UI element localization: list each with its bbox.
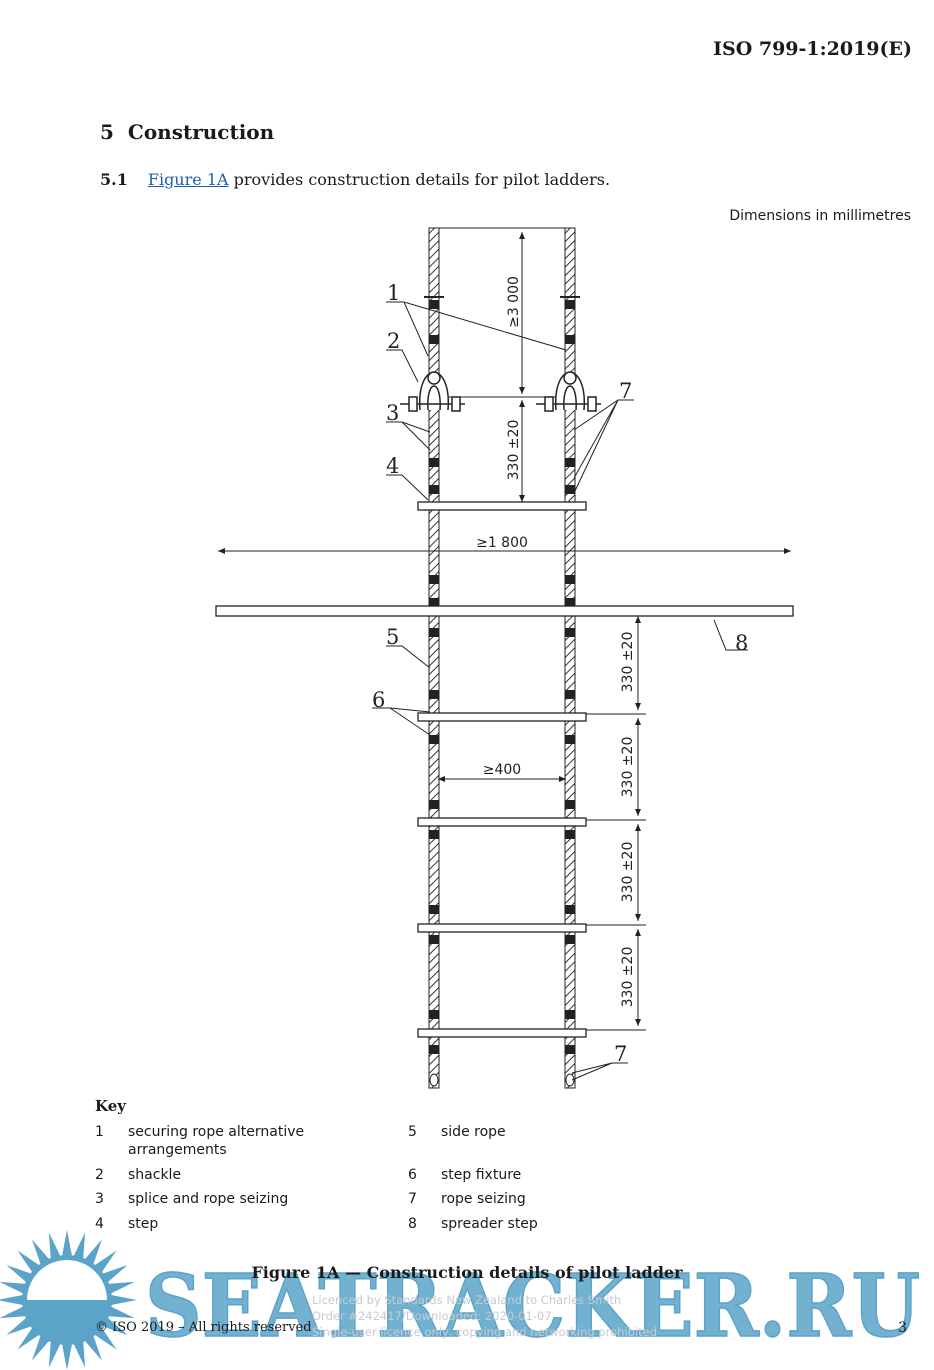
callout-5: 5 [386, 625, 399, 649]
dim-width-label: ≥400 [483, 762, 521, 778]
rope-seizing [429, 690, 439, 699]
rope-seizing [565, 300, 575, 309]
leader-lines [372, 301, 748, 1081]
watermark-text: SEATRACKER.RU [145, 1256, 920, 1357]
rope-seizing [429, 335, 439, 344]
key-heading: Key [95, 1097, 126, 1115]
rope-seizing [429, 598, 439, 607]
rope-seizing [429, 735, 439, 744]
callout-7-bottom: 7 [614, 1042, 627, 1066]
steps [417, 501, 587, 1038]
rope-seizing [429, 628, 439, 637]
spreader-step [215, 605, 794, 617]
rope-seizing [565, 575, 575, 584]
page-number: 3 [898, 1320, 907, 1336]
dim-step-label: 330 ±20 [620, 947, 636, 1008]
side-rope [564, 227, 576, 1089]
dim-top-label: ≥3 000 [506, 276, 522, 328]
licence-line: Single-user licence only, copying and ne… [312, 1325, 658, 1339]
callout-4: 4 [386, 454, 399, 478]
rope-seizing [429, 1045, 439, 1054]
figure-caption: Figure 1A — Construction details of pilo… [251, 1263, 683, 1282]
copyright: © ISO 2019 – All rights reserved [95, 1320, 312, 1335]
callouts: 1 2 3 4 5 6 7 8 7 [372, 281, 748, 1066]
callout-6: 6 [372, 688, 385, 712]
licence-line: Order #242417/Downloaded: 2020-01-07 [312, 1309, 552, 1323]
watermark-logo: SEATRACKER.RU [0, 1230, 921, 1370]
pilot-ladder-figure: ≥3 000 330 ±20 ≥1 800 ≥400 330 ±20 330 ±… [215, 227, 794, 1089]
callout-7: 7 [619, 379, 632, 403]
rope-seizing [429, 575, 439, 584]
rope-seizing [565, 598, 575, 607]
dim-step-label: 330 ±20 [620, 842, 636, 903]
rope-seizing [565, 800, 575, 809]
callout-1: 1 [387, 281, 400, 305]
step [417, 501, 587, 511]
section-title: Construction [127, 120, 275, 144]
rope-seizing [429, 800, 439, 809]
rope-seizing [565, 905, 575, 914]
step [417, 712, 587, 722]
step [417, 1028, 587, 1038]
rope-seizing [429, 458, 439, 467]
step [417, 923, 587, 933]
callout-3: 3 [386, 401, 399, 425]
dim-step-label: 330 ±20 [620, 632, 636, 693]
side-ropes [424, 227, 580, 1089]
rope-seizing [429, 830, 439, 839]
rope-seizing [565, 335, 575, 344]
rope-seizing [429, 905, 439, 914]
document-id: ISO 799-1:2019(E) [713, 38, 912, 60]
rope-end [565, 1073, 575, 1087]
callout-8: 8 [735, 631, 748, 655]
callout-2: 2 [387, 329, 400, 353]
rope-seizing [565, 458, 575, 467]
dimensions-note: Dimensions in millimetres [729, 208, 911, 224]
step [417, 817, 587, 827]
paragraph-text: provides construction details for pilot … [228, 170, 611, 189]
rope-seizing [565, 830, 575, 839]
side-rope [428, 227, 440, 1089]
rope-seizing [429, 935, 439, 944]
rope-end [429, 1073, 439, 1087]
dim-step-label: 330 ±20 [620, 737, 636, 798]
rope-seizing [429, 300, 439, 309]
rope-seizing [565, 735, 575, 744]
paragraph-number: 5.1 [100, 170, 128, 189]
rope-seizing [429, 1010, 439, 1019]
dimension-lines [218, 227, 791, 1031]
dim-shackle-label: 330 ±20 [506, 420, 522, 481]
section-heading: 5 Construction [100, 120, 288, 144]
section-number: 5 [100, 120, 114, 144]
licence-line: Licenced by Standards New Zealand to Cha… [312, 1293, 622, 1307]
rope-seizing [565, 1045, 575, 1054]
rope-seizing [565, 935, 575, 944]
paragraph-5-1: 5.1 Figure 1A provides construction detai… [100, 170, 610, 189]
dimension-labels: ≥3 000 330 ±20 ≥1 800 ≥400 330 ±20 330 ±… [476, 276, 636, 1007]
shackles [400, 371, 601, 412]
dim-spreader-label: ≥1 800 [476, 535, 528, 551]
rope-seizing [429, 485, 439, 494]
figure-link[interactable]: Figure 1A [147, 170, 229, 189]
rope-seizing [565, 1010, 575, 1019]
rope-seizing [565, 485, 575, 494]
rope-seizing [565, 690, 575, 699]
sun-icon [0, 1230, 137, 1370]
rope-seizing [565, 628, 575, 637]
